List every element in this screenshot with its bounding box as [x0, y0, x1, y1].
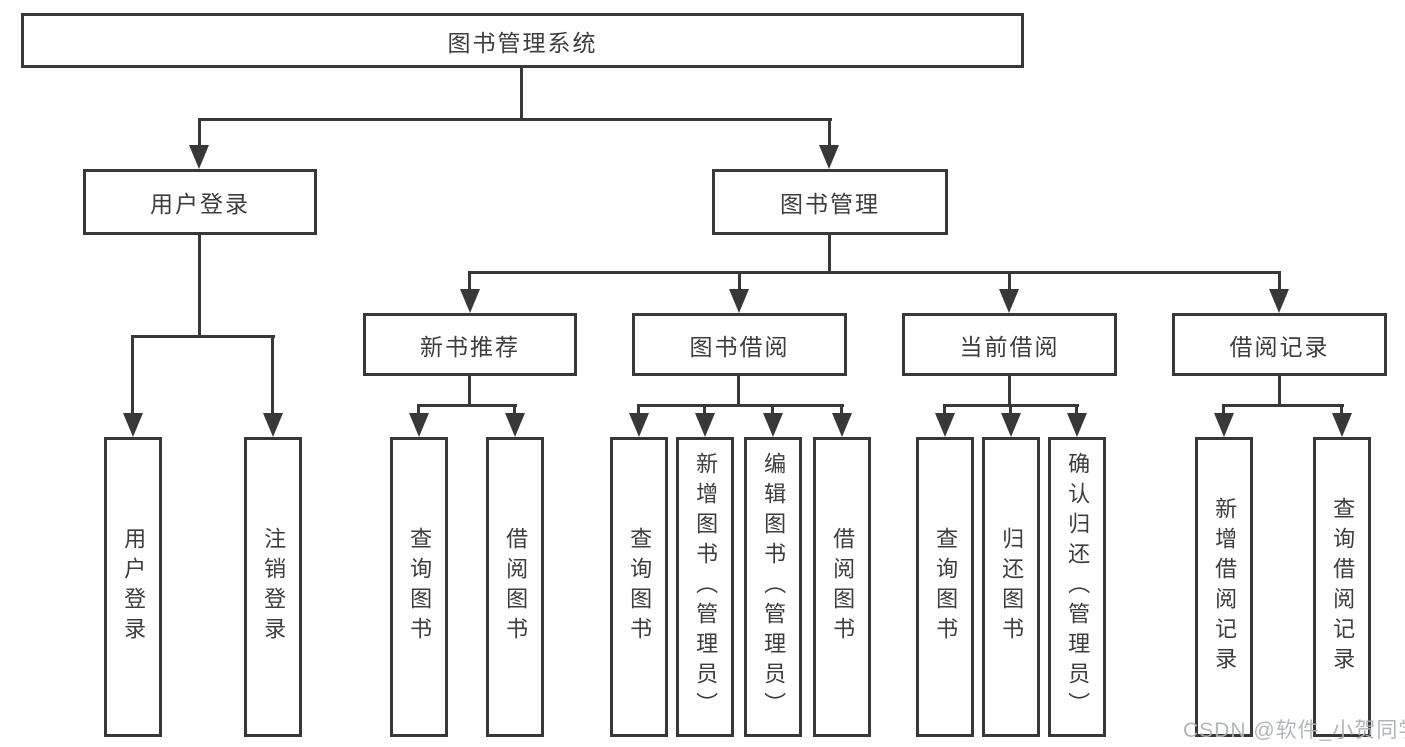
node-book-borrowing: 图书借阅 — [632, 313, 847, 376]
leaf-label: 查询图书 — [627, 527, 653, 647]
connector-line — [637, 404, 844, 407]
arrowhead-icon — [1001, 413, 1021, 437]
arrowhead-icon — [1332, 413, 1352, 437]
connector-line — [943, 405, 946, 415]
connector-line — [1340, 405, 1343, 415]
connector-line — [1008, 376, 1011, 407]
connector-line — [417, 404, 517, 407]
leaf-return-books: 归还图书 — [982, 437, 1040, 737]
arrowhead-icon — [629, 413, 649, 437]
arrowhead-icon — [123, 413, 143, 437]
arrowhead-icon — [999, 289, 1019, 313]
connector-line — [417, 405, 420, 415]
node-label: 图书管理系统 — [447, 29, 598, 56]
node-label: 用户登录 — [150, 191, 250, 217]
connector-line — [131, 335, 275, 338]
connector-line — [1075, 405, 1078, 415]
connector-line — [840, 405, 843, 415]
leaf-label: 借阅图书 — [830, 527, 856, 647]
connector-line — [703, 405, 706, 415]
connector-line — [637, 405, 640, 415]
leaf-add-borrow-record: 新增借阅记录 — [1195, 437, 1253, 737]
leaf-borrow-books: 借阅图书 — [813, 437, 871, 737]
leaf-add-books-admin: 新增图书（管理员） — [676, 437, 734, 737]
connector-line — [1009, 405, 1012, 415]
connector-line — [771, 405, 774, 415]
leaf-label: 编辑图书（管理员） — [761, 452, 787, 722]
leaf-label: 新增图书（管理员） — [693, 452, 719, 722]
leaf-borrow-books-recommend: 借阅图书 — [486, 437, 544, 737]
connector-line — [131, 336, 134, 415]
leaf-user-login: 用户登录 — [104, 437, 162, 737]
connector-line — [468, 271, 1281, 274]
leaf-label: 注销登录 — [261, 527, 287, 647]
arrowhead-icon — [263, 413, 283, 437]
leaf-label: 查询图书 — [407, 527, 433, 647]
connector-line — [468, 376, 471, 407]
arrowhead-icon — [505, 413, 525, 437]
leaf-query-borrow-record: 查询借阅记录 — [1313, 437, 1371, 737]
connector-line — [828, 234, 831, 274]
leaf-label: 用户登录 — [121, 527, 147, 647]
connector-line — [1278, 376, 1281, 407]
arrowhead-icon — [819, 145, 839, 169]
node-new-book-recommendation: 新书推荐 — [363, 313, 577, 376]
node-current-borrowing: 当前借阅 — [902, 313, 1117, 376]
connector-line — [1278, 272, 1281, 291]
leaf-confirm-return-admin: 确认归还（管理员） — [1048, 437, 1106, 737]
connector-line — [513, 405, 516, 415]
connector-line — [198, 119, 201, 147]
leaf-query-books-current: 查询图书 — [916, 437, 974, 737]
arrowhead-icon — [460, 289, 480, 313]
connector-line — [468, 272, 471, 291]
connector-line — [271, 336, 274, 415]
node-borrowing-records: 借阅记录 — [1172, 313, 1387, 376]
connector-line — [1008, 272, 1011, 291]
leaf-label: 查询图书 — [933, 527, 959, 647]
arrowhead-icon — [1067, 413, 1087, 437]
leaf-label: 归还图书 — [999, 527, 1025, 647]
node-label: 借阅记录 — [1229, 333, 1330, 360]
arrowhead-icon — [935, 413, 955, 437]
connector-line — [520, 68, 523, 121]
connector-line — [738, 272, 741, 291]
arrowhead-icon — [763, 413, 783, 437]
arrowhead-icon — [1269, 289, 1289, 313]
connector-line — [1222, 404, 1344, 407]
connector-line — [198, 118, 832, 121]
leaf-label: 确认归还（管理员） — [1065, 452, 1091, 722]
leaf-label: 新增借阅记录 — [1212, 497, 1238, 677]
leaf-query-books-recommend: 查询图书 — [390, 437, 448, 737]
leaf-edit-books-admin: 编辑图书（管理员） — [744, 437, 802, 737]
node-library-management-system: 图书管理系统 — [21, 13, 1024, 68]
connector-line — [737, 376, 740, 407]
node-label: 图书借阅 — [689, 333, 790, 360]
arrowhead-icon — [832, 413, 852, 437]
arrowhead-icon — [695, 413, 715, 437]
connector-line — [828, 119, 831, 147]
arrowhead-icon — [729, 289, 749, 313]
arrowhead-icon — [1214, 413, 1234, 437]
connector-line — [198, 234, 201, 338]
leaf-label: 查询借阅记录 — [1330, 497, 1356, 677]
connector-line — [1222, 405, 1225, 415]
arrowhead-icon — [409, 413, 429, 437]
node-label: 图书管理 — [780, 191, 880, 217]
leaf-query-books-borrowing: 查询图书 — [610, 437, 668, 737]
leaf-logout: 注销登录 — [244, 437, 302, 737]
watermark: CSDN @软件_小贺同学 — [1183, 719, 1405, 742]
node-user-login: 用户登录 — [83, 169, 317, 235]
node-label: 当前借阅 — [959, 333, 1060, 360]
node-book-management: 图书管理 — [712, 169, 948, 235]
node-label: 新书推荐 — [420, 333, 520, 360]
arrowhead-icon — [189, 145, 209, 169]
leaf-label: 借阅图书 — [503, 527, 529, 647]
